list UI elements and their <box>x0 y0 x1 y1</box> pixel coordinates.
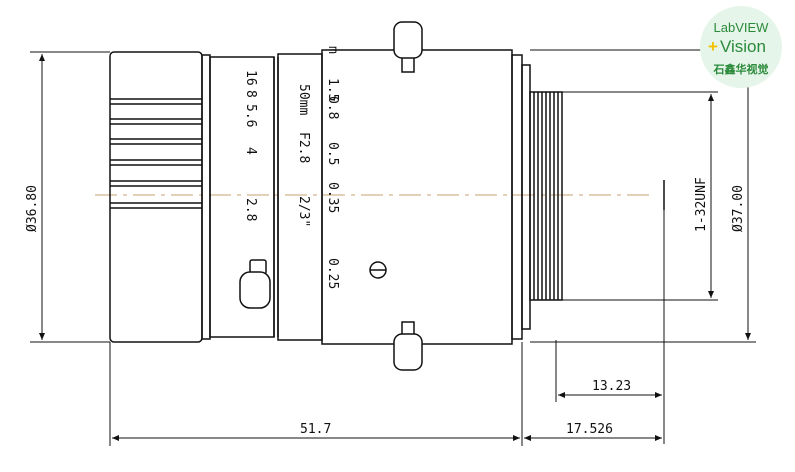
back-flange-dimension <box>555 210 665 444</box>
plus-icon: + <box>708 37 718 56</box>
aperture-value: 16 <box>243 70 258 86</box>
mount-diameter-dimension <box>530 49 756 343</box>
body-length-dimension <box>109 342 520 446</box>
overall-diameter-label: Ø36.80 <box>25 185 40 232</box>
focus-value: 0.8 <box>325 96 340 119</box>
body-length-label: 51.7 <box>300 422 331 437</box>
aperture-value: 2.8 <box>243 198 258 221</box>
logo-line1: LabVIEW <box>713 20 769 35</box>
focus-value: 0.35 <box>325 182 340 213</box>
top-lock-screw <box>393 21 423 73</box>
flange-distance-dimension <box>521 342 662 446</box>
overall-diameter-dimension <box>30 51 110 343</box>
aperture-value: 4 <box>243 147 258 155</box>
mount-diameter-label: Ø37.00 <box>731 185 746 232</box>
flange-distance-label: 17.526 <box>566 422 613 437</box>
focus-value: 1.5 <box>325 78 340 101</box>
aperture-value: 8 <box>243 90 258 98</box>
aperture-lock-knob <box>239 259 271 309</box>
focus-scale: m 1.5 0.8 0.5 0.35 0.25 <box>325 46 340 289</box>
logo-vision-text: Vision <box>719 37 766 56</box>
bottom-lock-screw <box>393 321 423 371</box>
max-aperture-label: F2.8 <box>296 132 311 163</box>
focus-value: 0.25 <box>325 258 340 289</box>
logo-line2: +Vision <box>708 37 766 57</box>
labview-vision-logo: LabVIEW +Vision 石鑫华视觉 <box>700 6 782 88</box>
logo-line3: 石鑫华视觉 <box>713 64 769 76</box>
focal-length-label: 50mm <box>296 84 311 115</box>
c-mount-thread <box>529 91 563 301</box>
thread-dimension <box>562 91 718 301</box>
lens-barrel <box>321 49 531 345</box>
focus-unit: m <box>325 46 340 54</box>
sensor-format-label: 2/3" <box>296 196 311 227</box>
aperture-scale: 16 8 5.6 4 2.8 <box>243 70 258 221</box>
lens-name-markings: 50mm F2.8 2/3" <box>296 84 311 227</box>
back-flange-label: 13.23 <box>592 379 631 394</box>
aperture-ring <box>209 53 323 341</box>
aperture-value: 5.6 <box>243 104 258 127</box>
thread-label: 1-32UNF <box>694 177 709 232</box>
focus-grip-ring <box>109 51 211 343</box>
focus-value: 0.5 <box>325 142 340 165</box>
